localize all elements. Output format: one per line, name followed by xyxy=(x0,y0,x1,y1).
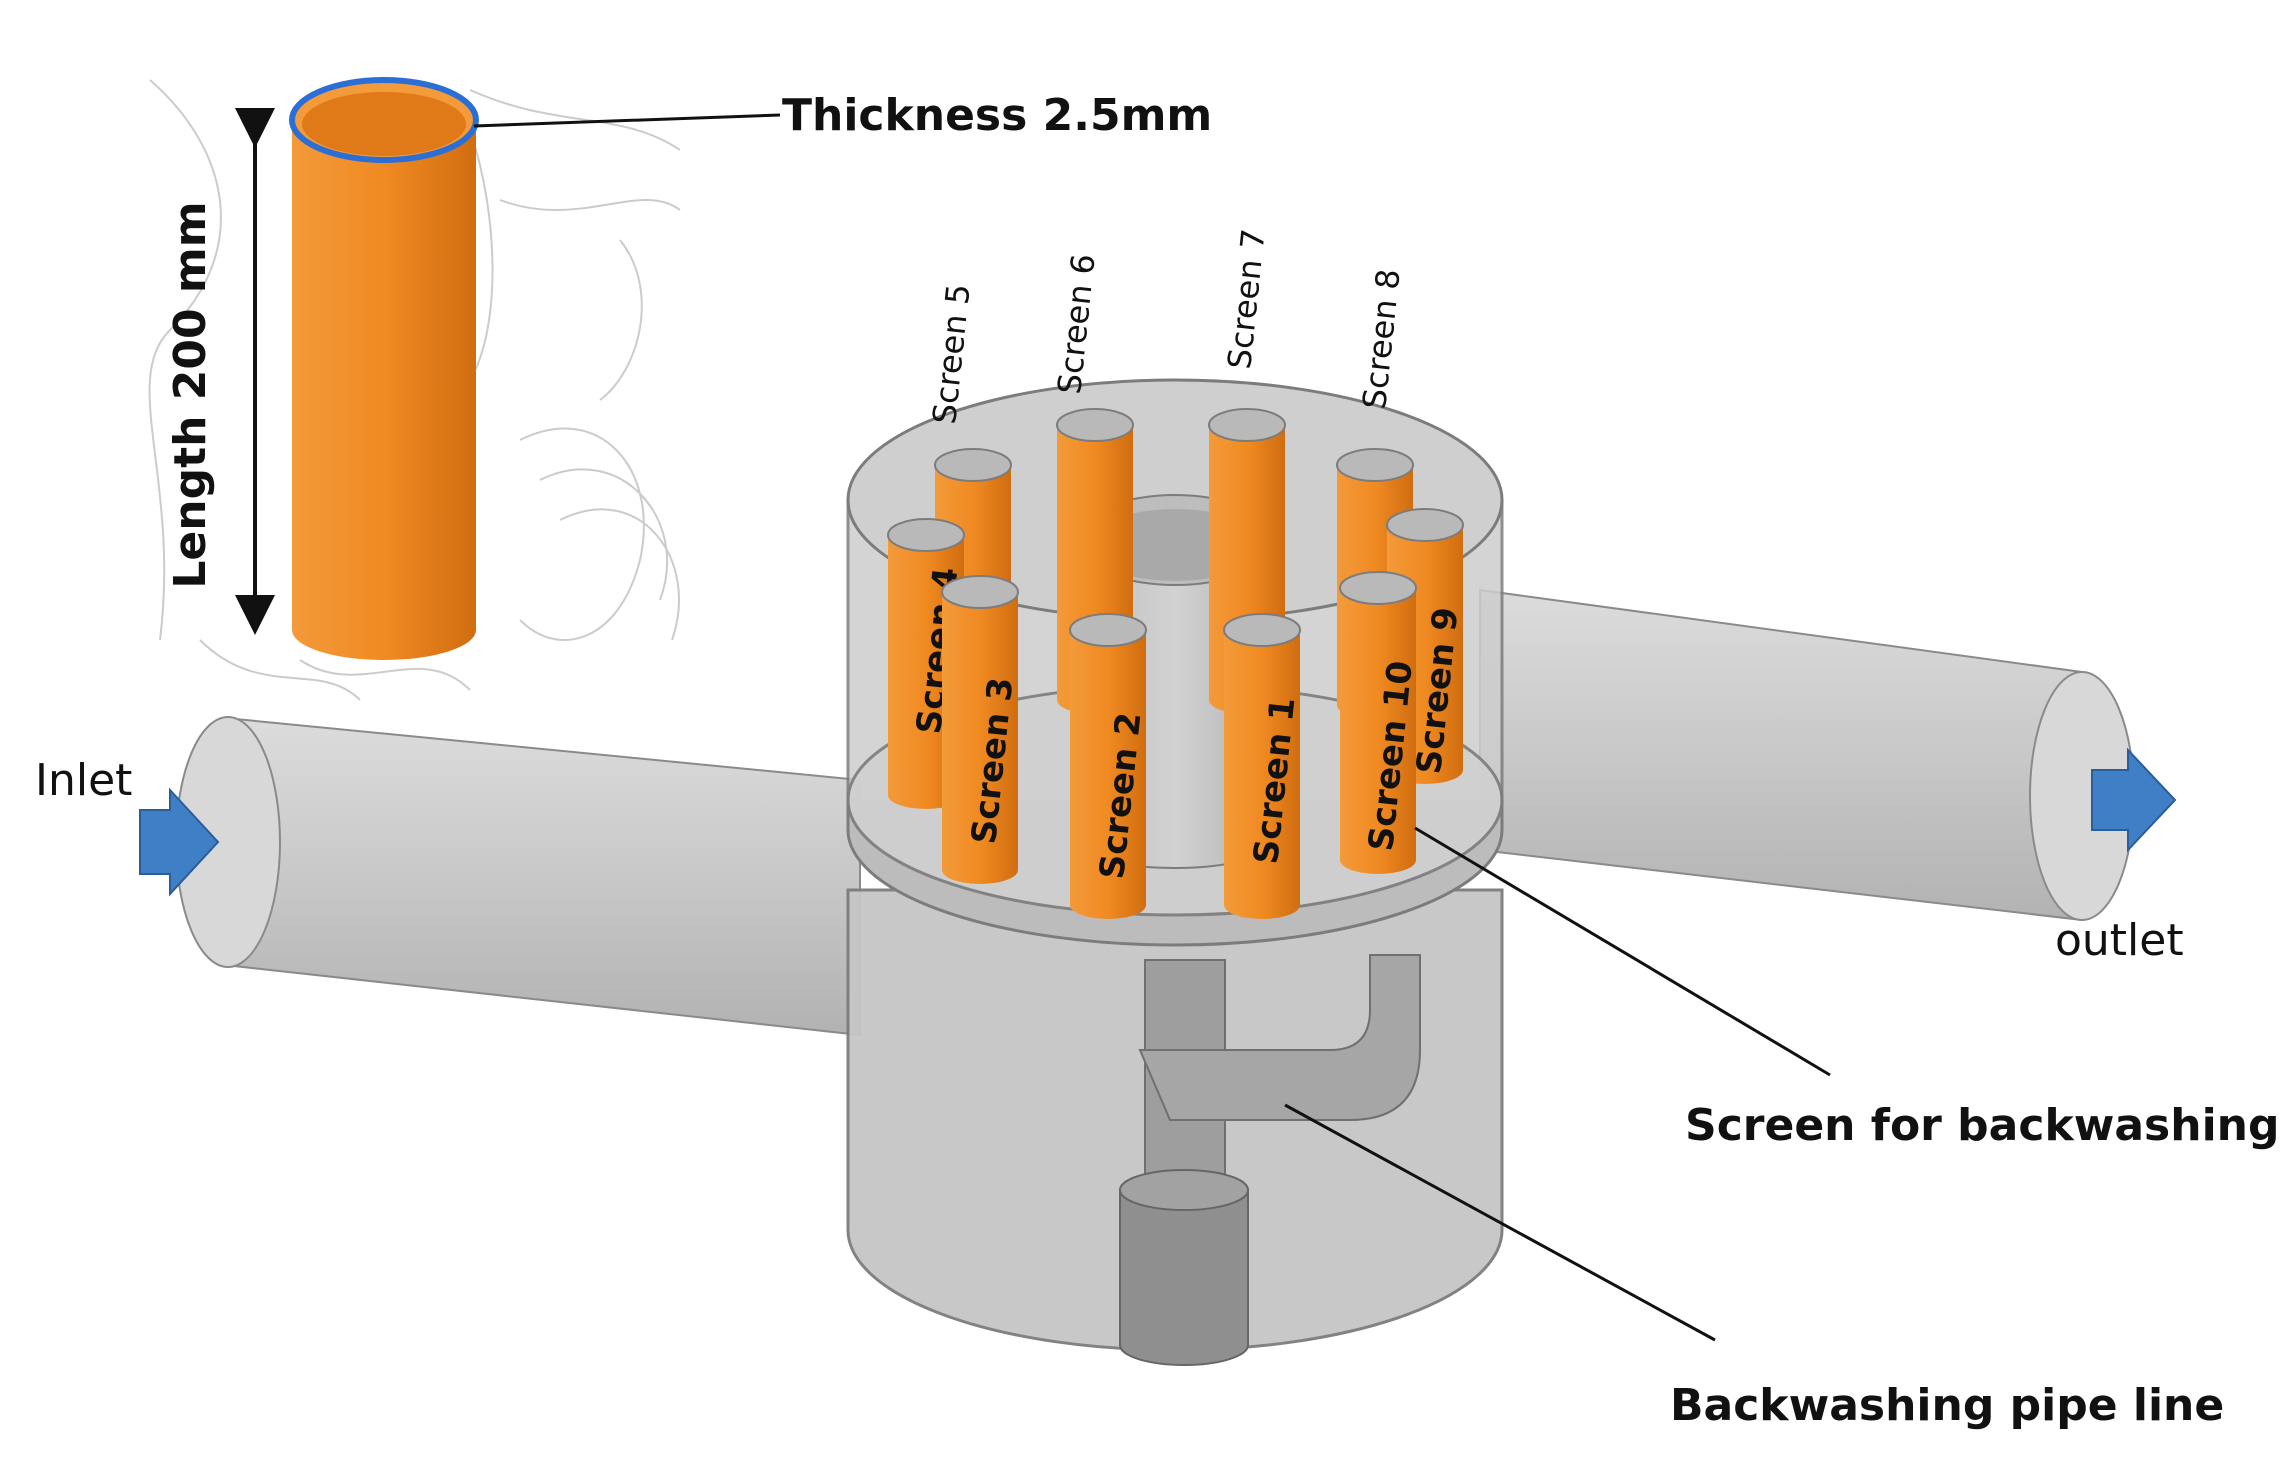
streamlines xyxy=(148,79,681,701)
inlet-pipe: Inlet xyxy=(35,716,861,1037)
screen-6-label: Screen 6 xyxy=(1050,252,1102,396)
backwash-pipe-base xyxy=(1119,1189,1249,1366)
screen-2: Screen 2 xyxy=(1069,613,1149,919)
screen-1: Screen 1 xyxy=(1223,613,1303,919)
thickness-label: Thickness 2.5mm xyxy=(782,90,1212,141)
screen-5-label: Screen 5 xyxy=(925,282,977,426)
screen-7-label: Screen 7 xyxy=(1220,227,1272,371)
backwash-pipe-elbow xyxy=(1138,954,1421,1121)
backwash-pipe-label: Backwashing pipe line xyxy=(1670,1380,2224,1431)
screen-3: Screen 3 xyxy=(941,575,1021,884)
inlet-label: Inlet xyxy=(35,755,132,806)
outlet-pipe: outlet xyxy=(1479,588,2184,966)
callouts: Screen for backwashing Backwashing pipe … xyxy=(1284,826,2279,1431)
inset-cylinder-body xyxy=(292,120,476,660)
inlet-arrow-icon xyxy=(139,787,220,897)
screen-10: Screen 10 xyxy=(1339,571,1421,874)
screens: Screen 4 Screen 9 Screen 3 Screen 2 Scre… xyxy=(887,408,1466,919)
outlet-arrow-icon xyxy=(2091,747,2177,853)
inset-screen: Length 200 mm Thickness 2.5mm xyxy=(148,77,1212,701)
screen-backwash-leader xyxy=(1414,826,1831,1077)
backwash-pipe-leader xyxy=(1284,1103,1716,1342)
screen-8-label: Screen 8 xyxy=(1355,267,1407,411)
thickness-leader xyxy=(473,113,781,128)
inset-cylinder-inner xyxy=(302,92,466,156)
screen-backwash-label: Screen for backwashing xyxy=(1685,1100,2279,1151)
outlet-label: outlet xyxy=(2055,915,2184,966)
length-label: Length 200 mm xyxy=(165,201,216,588)
